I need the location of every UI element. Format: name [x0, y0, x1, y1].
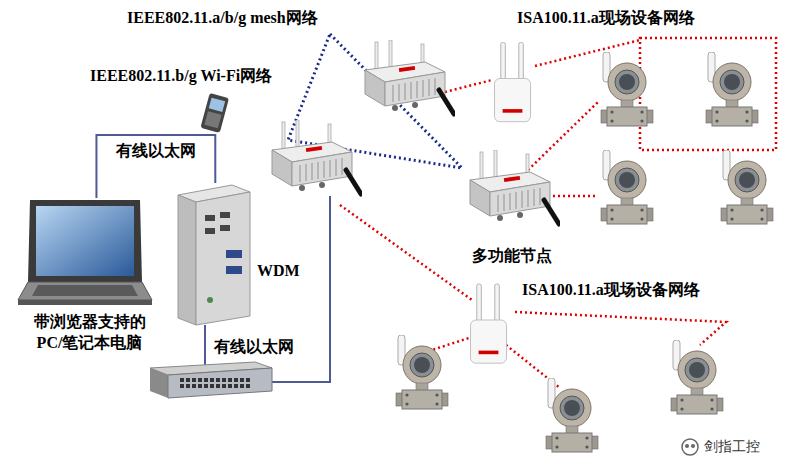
wdm-computer-part — [207, 297, 213, 303]
network-label: ISA100.11.a现场设备网络 — [515, 8, 697, 29]
network-label: 有线以太网 — [114, 141, 198, 162]
device-label: WDM — [257, 261, 300, 282]
wdm-computer-part — [226, 266, 242, 274]
wdm-computer-part — [178, 195, 196, 325]
network-label: IEEE802.11.a/b/g mesh网络 — [125, 8, 320, 29]
watermark-icon — [682, 439, 698, 455]
wdm-computer-part — [205, 228, 215, 234]
laptop-illustration-part — [28, 200, 142, 282]
watermark-icon-part — [691, 444, 695, 448]
laptop-illustration-part — [36, 206, 134, 276]
wireless-access-point-part — [471, 284, 507, 363]
gateway-router-part — [272, 120, 361, 194]
network-label: ISA100.11.a现场设备网络 — [520, 280, 702, 301]
watermark-icon-part — [685, 444, 689, 448]
device-label: 多功能节点 — [455, 246, 569, 267]
laptop-illustration — [18, 200, 152, 305]
wdm-computer-part — [226, 250, 242, 258]
gateway-router — [272, 120, 361, 194]
network-label: 有线以太网 — [212, 337, 296, 358]
field-network-line — [340, 38, 776, 388]
ethernet-switch-part — [178, 378, 250, 390]
field-network-line-part — [445, 80, 492, 92]
wdm-computer-part — [196, 192, 250, 325]
pressure-transmitter-part — [601, 52, 653, 126]
ethernet-connector — [96, 135, 215, 198]
ethernet-switch-part — [168, 368, 272, 398]
laptop-illustration-part — [18, 282, 152, 300]
device-node: 带浏览器支持的 PC/笔记本电脑 — [20, 198, 159, 358]
field-network-line-part — [548, 195, 598, 198]
device-node: WDM — [175, 183, 305, 328]
watermark: 剑指工控 — [702, 437, 762, 455]
multifunction-router — [470, 150, 559, 224]
device-label: 带浏览器支持的 PC/笔记本电脑 — [20, 312, 159, 354]
pressure-transmitter-part — [721, 150, 773, 224]
laptop-illustration-part — [32, 285, 138, 296]
pressure-transmitter-part — [546, 378, 598, 452]
mesh-router — [365, 40, 454, 114]
wdm-computer-part — [220, 225, 230, 231]
ethernet-switch-part — [150, 368, 168, 398]
wdm-computer-part — [205, 215, 215, 221]
mesh-router-part — [365, 40, 454, 114]
handheld-device-part — [209, 98, 225, 112]
wdm-computer — [178, 185, 250, 325]
handheld-device — [200, 93, 229, 133]
handheld-device-part — [204, 111, 221, 128]
field-network-line-part — [528, 102, 598, 170]
wdm-computer-part — [220, 212, 230, 218]
wireless-access-point — [471, 43, 531, 364]
pressure-transmitter-part — [396, 335, 448, 409]
wireless-access-point-part — [495, 43, 531, 122]
field-network-line-part — [515, 312, 726, 345]
laptop-illustration-part — [18, 300, 152, 305]
field-network-line-part — [640, 38, 776, 150]
multifunction-router-part — [470, 150, 559, 224]
pressure-transmitter-part — [601, 150, 653, 224]
ethernet-wire-part — [204, 325, 206, 366]
watermark-icon-part — [682, 439, 698, 455]
network-label: IEEE802.11.b/g Wi-Fi网络 — [88, 66, 274, 87]
ethernet-switch — [150, 362, 272, 398]
pressure-transmitter-part — [671, 340, 723, 414]
handheld-device-part — [200, 93, 229, 133]
field-network-line-part — [535, 40, 640, 66]
field-network-line-part — [340, 205, 472, 300]
pressure-transmitter — [396, 52, 773, 452]
pressure-transmitter-part — [706, 52, 758, 126]
device-node: 多功能节点 — [455, 158, 569, 272]
